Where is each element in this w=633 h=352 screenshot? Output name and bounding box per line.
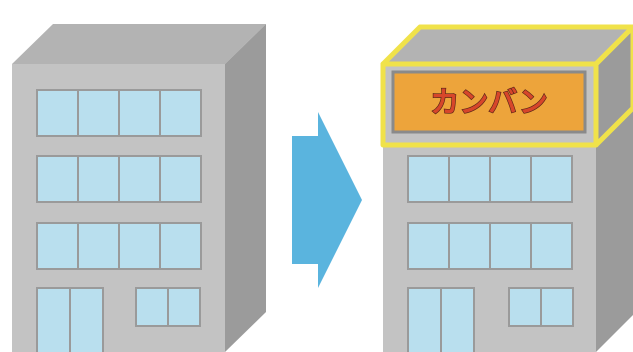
window [119, 156, 160, 202]
building-after: カンバン [383, 27, 633, 352]
window [37, 90, 78, 136]
building-before-windows-row-3 [37, 223, 201, 269]
right-arrow-icon [292, 112, 362, 288]
signboard-text: カンバン [430, 85, 547, 119]
door [441, 288, 474, 352]
building-before-roof [12, 24, 266, 64]
window [78, 156, 119, 202]
window [37, 223, 78, 269]
building-before-small-window [136, 288, 200, 326]
window [449, 223, 490, 269]
window [119, 223, 160, 269]
window [168, 288, 200, 326]
building-after-windows-row-2 [408, 223, 572, 269]
building-before-windows-row-2 [37, 156, 201, 202]
window [37, 156, 78, 202]
building-after-small-window [509, 288, 573, 326]
window [119, 90, 160, 136]
window [531, 223, 572, 269]
building-before-side [225, 24, 266, 352]
building-after-side [596, 27, 633, 352]
building-before-windows-row-1 [37, 90, 201, 136]
window [408, 223, 449, 269]
window [490, 223, 531, 269]
window [490, 156, 531, 202]
window [509, 288, 541, 326]
window [160, 223, 201, 269]
building-after-windows-row-1 [408, 156, 572, 202]
building-after-roof [383, 27, 633, 64]
window [531, 156, 572, 202]
door [70, 288, 103, 352]
window [408, 156, 449, 202]
window [78, 90, 119, 136]
window [541, 288, 573, 326]
door [408, 288, 441, 352]
window [160, 156, 201, 202]
building-before [12, 24, 266, 352]
signboard: カンバン [393, 72, 585, 132]
window [78, 223, 119, 269]
door [37, 288, 70, 352]
building-after-entrance [408, 288, 474, 352]
window [449, 156, 490, 202]
window [160, 90, 201, 136]
building-before-entrance [37, 288, 103, 352]
window [136, 288, 168, 326]
